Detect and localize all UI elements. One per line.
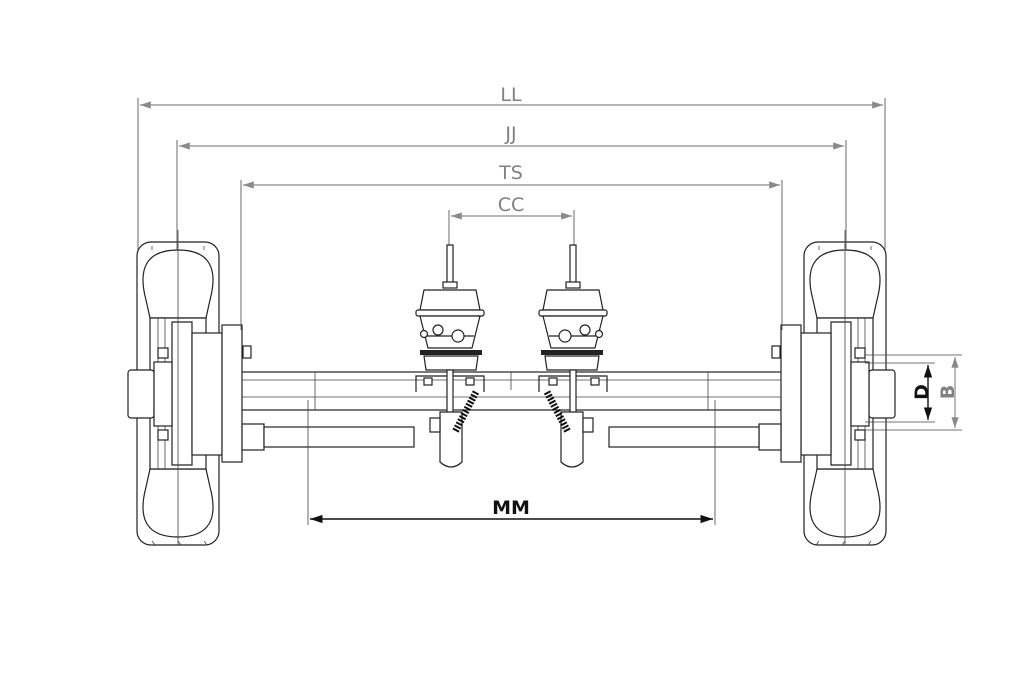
right-brake-chamber [539, 245, 607, 467]
dimension-jj: JJ [179, 123, 844, 150]
dimension-label-jj: JJ [504, 123, 516, 145]
dimension-ll: LL [140, 84, 883, 109]
dimension-ts: TS [243, 162, 780, 189]
dimension-d: D [911, 365, 933, 420]
dimension-cc: CC [451, 194, 572, 220]
extension-lines [137, 98, 962, 525]
dimension-label-ts: TS [498, 162, 523, 184]
dimension-label-d: D [911, 384, 933, 400]
dimension-mm: MM [310, 497, 713, 524]
dimension-label-ll: LL [500, 84, 522, 106]
dimension-label-cc: CC [498, 194, 525, 216]
dimension-label-b: B [937, 385, 959, 399]
axle-beam [239, 371, 786, 411]
dimension-label-mm: MM [492, 497, 530, 519]
left-brake-chamber [416, 245, 484, 467]
dimension-b: B [937, 357, 959, 428]
